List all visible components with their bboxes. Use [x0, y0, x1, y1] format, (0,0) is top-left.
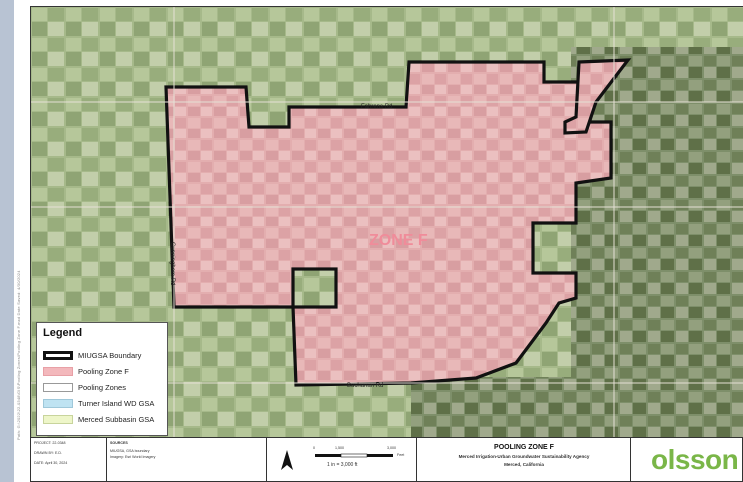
legend-item-merced-subbasin: Merced Subbasin GSA: [43, 413, 154, 425]
scale-mark-0: 0: [313, 446, 315, 450]
scale-mark-2: 3,000: [387, 446, 396, 450]
pooling-zone-f-spur: [563, 58, 632, 135]
north-arrow-and-scale: [281, 450, 393, 470]
sources-heading: SOURCES: [110, 441, 128, 445]
sources-text-2: Imagery: Esri World Imagery: [110, 455, 156, 459]
north-arrow-icon: [281, 450, 293, 470]
legend-swatch-merced-subbasin: [43, 414, 73, 424]
file-path-text: Path: G:\2022\22-0348\GIS\Pooling Zones\…: [16, 270, 21, 440]
legend-label: MIUGSA Boundary: [78, 350, 142, 360]
legend-item-boundary: MIUGSA Boundary: [43, 349, 141, 361]
date-label: DATE: April 30, 2024: [34, 461, 68, 465]
title-block: PROJECT: 22-0348 DRAWN BY: E.D. DATE: Ap…: [30, 437, 743, 482]
legend-label: Merced Subbasin GSA: [78, 414, 155, 424]
scale-mark-1: 1,500: [335, 446, 344, 450]
sources-text-1: MIUGSA, GSA boundary: [110, 449, 150, 453]
legend-item-pooling-zones: Pooling Zones: [43, 381, 126, 393]
olsson-logo: olsson: [651, 444, 739, 475]
scalebar-segment-2: [340, 453, 368, 458]
scale-text: 1 in = 3,000 ft: [327, 462, 358, 468]
pooling-zone-f-area: [164, 60, 613, 387]
legend-label: Turner Island WD GSA: [78, 398, 155, 408]
location-name: Merced, California: [504, 462, 544, 467]
scale-unit: Feet: [397, 453, 405, 457]
map-frame: Fahrens Rd Cunningham Rd Buchanan Rd ZON…: [30, 6, 743, 439]
road-label-west: Cunningham Rd: [169, 242, 175, 285]
scalebar-segment-3: [367, 454, 393, 457]
legend-item-zone-f: Pooling Zone F: [43, 365, 129, 377]
sources-cell: SOURCES MIUGSA, GSA boundary Imagery: Es…: [107, 438, 267, 481]
map-canvas: Fahrens Rd Cunningham Rd Buchanan Rd ZON…: [31, 7, 743, 438]
project-info-cell: PROJECT: 22-0348 DRAWN BY: E.D. DATE: Ap…: [31, 438, 107, 481]
legend-swatch-turner-island: [43, 398, 73, 408]
legend-item-turner-island: Turner Island WD GSA: [43, 397, 154, 409]
legend-label: Pooling Zones: [78, 382, 126, 392]
basemap-east-fields: [571, 47, 743, 438]
project-label: PROJECT: 22-0348: [34, 441, 66, 445]
left-margin-strip: [0, 0, 14, 482]
legend-title: Legend: [43, 327, 83, 339]
map-title-cell: POOLING ZONE F Merced Irrigation-Urban G…: [417, 438, 631, 481]
zone-label: ZONE F: [369, 232, 428, 249]
legend-swatch-pooling-zones: [43, 382, 73, 392]
legend-swatch-zone-f: [43, 366, 73, 376]
legend-label: Pooling Zone F: [78, 366, 129, 376]
road-label-south: Buchanan Rd: [347, 383, 383, 389]
drawn-label: DRAWN BY: E.D.: [34, 451, 63, 455]
road-label-north: Fahrens Rd: [361, 104, 392, 110]
scalebar-segment-1: [315, 454, 341, 457]
map-legend: Legend MIUGSA Boundary Pooling Zone F Po…: [36, 322, 168, 436]
agency-name: Merced Irrigation-Urban Groundwater Sust…: [458, 454, 590, 459]
basemap-south-fields: [411, 377, 743, 438]
legend-swatch-boundary: [43, 350, 73, 360]
map-title: POOLING ZONE F: [494, 444, 554, 451]
scale-cell: 0 1,500 3,000 Feet 1 in = 3,000 ft: [267, 438, 417, 481]
zone-exclusion-block: [291, 267, 338, 309]
